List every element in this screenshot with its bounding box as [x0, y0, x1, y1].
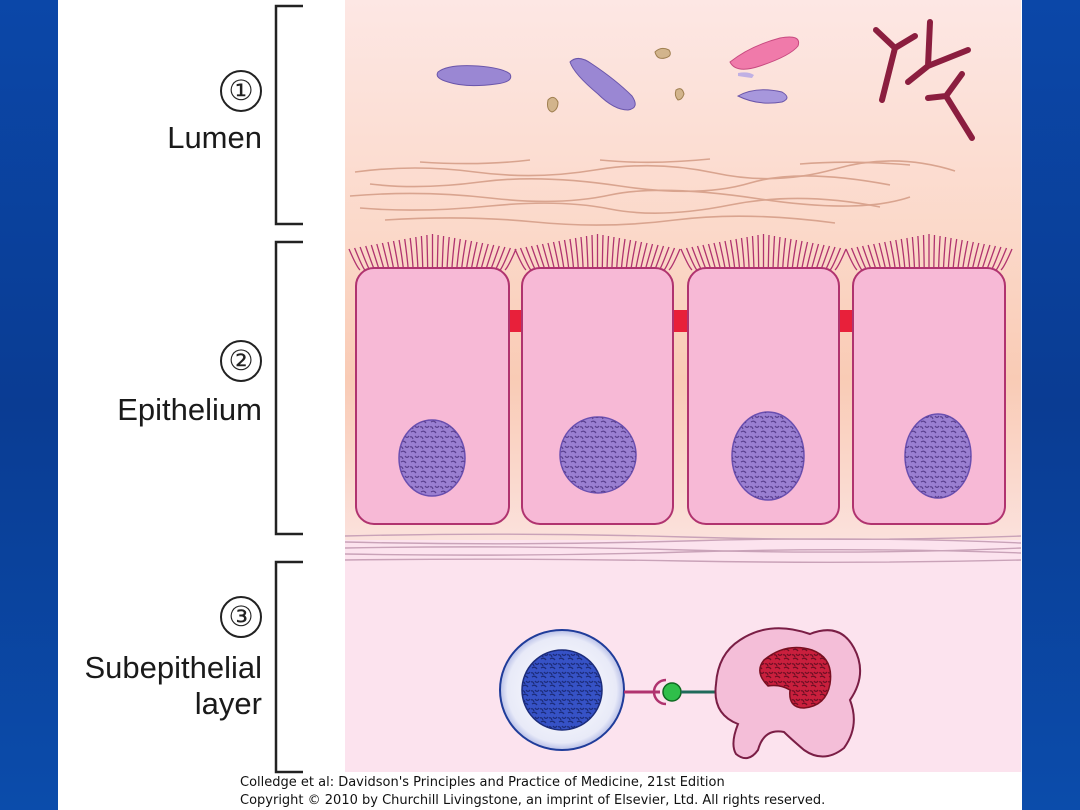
- epithelial-cell: [355, 267, 510, 525]
- cilium: [845, 248, 858, 271]
- cilium: [757, 234, 760, 271]
- figure-caption-line2: Copyright © 2010 by Churchill Livingston…: [240, 793, 826, 808]
- layer-brackets: [274, 4, 303, 774]
- subepithelial-label: Subepithelial: [84, 650, 262, 685]
- subepithelial-label-line2: layer: [194, 686, 262, 721]
- cilium: [426, 234, 429, 271]
- cilium: [519, 247, 532, 271]
- background-right-panel: [1022, 0, 1080, 810]
- figure-caption-line1: Colledge et al: Davidson's Principles an…: [240, 775, 725, 790]
- cilium: [353, 247, 366, 271]
- cilium: [601, 234, 604, 271]
- cilium: [680, 248, 693, 271]
- cilium: [834, 248, 847, 271]
- epithelium-bracket: [274, 240, 303, 536]
- epithelium-label: Epithelium: [117, 392, 262, 427]
- cilium: [1000, 248, 1013, 271]
- basement-membrane: [344, 533, 1022, 563]
- cilium: [829, 247, 842, 271]
- lumen-particles: [436, 36, 800, 113]
- cilium: [504, 248, 517, 271]
- cilium: [514, 248, 527, 271]
- cilium: [499, 247, 512, 271]
- cilium: [922, 234, 925, 271]
- cilium: [591, 234, 594, 271]
- lumen-label: Lumen: [167, 120, 262, 155]
- cell-interaction-link: [624, 678, 728, 706]
- cilium: [348, 248, 361, 271]
- cilium: [995, 247, 1008, 271]
- tight-junction: [670, 310, 692, 332]
- cilium: [767, 234, 770, 271]
- subepithelial-bracket: [274, 560, 303, 774]
- background-left-panel: [0, 0, 58, 810]
- layer-number-1: ①: [220, 70, 262, 112]
- cilium: [436, 234, 439, 271]
- antigen-presenting-cell: [714, 627, 861, 760]
- antibody-icons: [873, 19, 975, 141]
- chromatin-pattern: [905, 414, 971, 498]
- chromatin-pattern: [560, 417, 636, 493]
- chromatin-pattern: [732, 412, 804, 500]
- mucus-layer: [349, 158, 956, 226]
- cilium: [685, 247, 698, 271]
- cilium: [933, 234, 936, 271]
- lumen-bracket: [274, 4, 303, 226]
- lymphocyte-cell: [499, 629, 625, 751]
- subepithelial-background: [345, 540, 1021, 772]
- cilium: [663, 247, 676, 271]
- layer-number-2: ②: [220, 340, 262, 382]
- chromatin-pattern: [399, 420, 465, 496]
- layer-number-3: ③: [220, 596, 262, 638]
- cilium: [850, 247, 863, 271]
- epithelial-cells: [348, 234, 1013, 525]
- cilium: [668, 248, 681, 271]
